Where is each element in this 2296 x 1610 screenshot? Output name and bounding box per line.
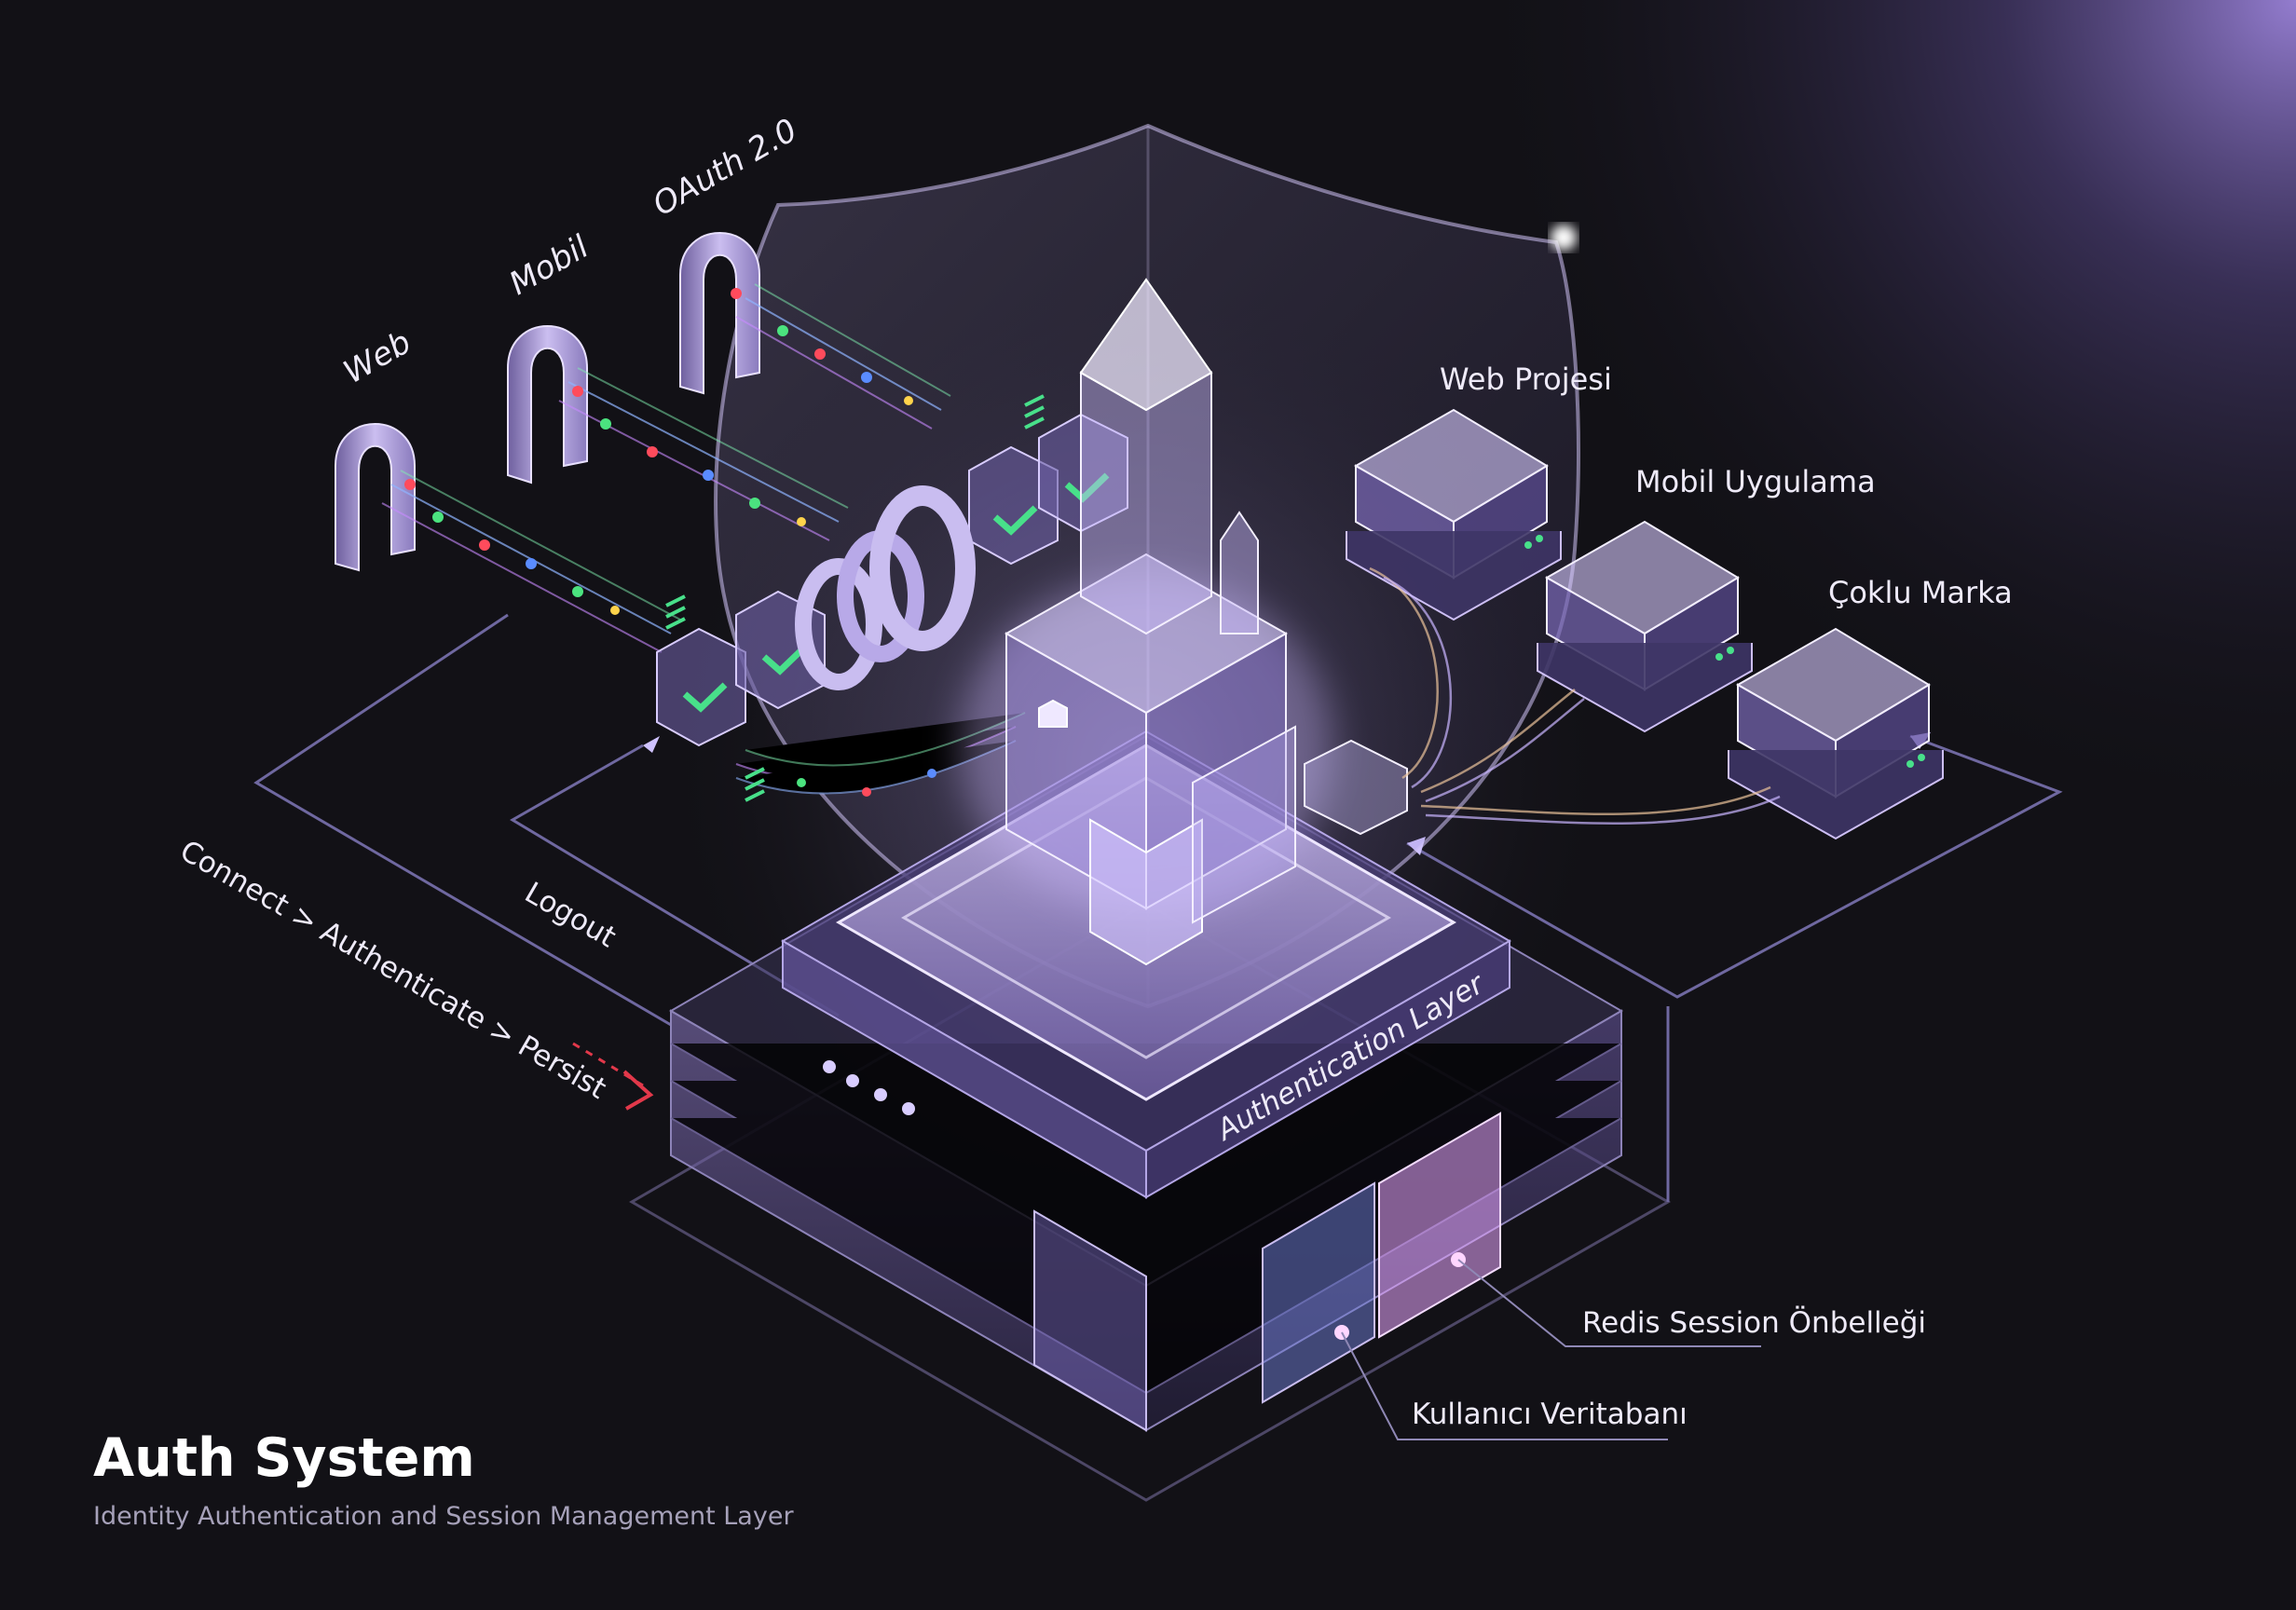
oauth-arch [679,232,760,395]
web-project-server [1346,408,1562,621]
project-links [1369,566,1781,825]
check-module-1 [656,627,746,747]
mobil-arch [507,325,588,484]
connector-lines [253,613,2063,1202]
gateway-connector [1304,739,1408,836]
project-return-line [1406,734,2063,999]
logout-line [510,744,840,1017]
storage-leader-lines [1341,1259,1761,1440]
shield-sparkle [1551,225,1577,251]
auth-rings [795,485,976,690]
web-project-label: Web Projesi [1440,362,1612,397]
multi-brand-server [1728,627,1944,840]
redis-cache-block [1378,1112,1501,1339]
flow-arrow-head [622,1070,654,1111]
user-database-label: Kullanıcı Veritabanı [1412,1398,1688,1431]
storage-port-dots [823,1060,915,1115]
logout-arrow-head [643,736,660,753]
web-arch [335,423,416,572]
mobile-app-label: Mobil Uygulama [1635,464,1876,499]
redis-session-label: Redis Session Önbelleği [1582,1306,1927,1340]
entry-arches [335,232,760,572]
user-db-block [1262,1181,1375,1404]
main-flow-line [253,613,672,1027]
data-streams [381,283,1026,795]
verification-modules [656,394,1128,802]
page-subtitle: Identity Authentication and Session Mana… [93,1502,794,1531]
page-title: Auth System [93,1427,475,1489]
stream-particles [404,288,936,797]
central-tower [960,278,1408,966]
project-servers [1346,408,1944,840]
multi-brand-label: Çoklu Marka [1828,575,2013,610]
mobile-app-server [1537,520,1753,733]
